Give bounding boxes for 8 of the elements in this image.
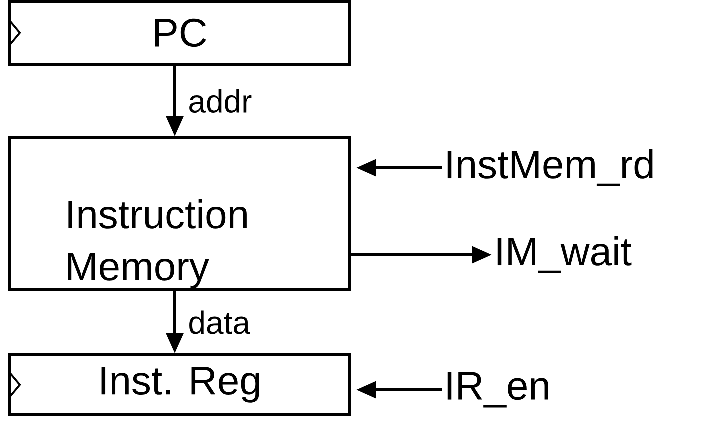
- register-box: PC: [8, 0, 352, 66]
- signal-label: InstMem_rd: [448, 150, 653, 186]
- edge-label: data: [187, 310, 252, 336]
- register-box: Inst. Reg: [8, 354, 352, 416]
- edge-label: addr: [187, 88, 254, 114]
- signal-label: IR_en: [448, 372, 548, 408]
- memory-box: Instruction Memory: [8, 136, 352, 292]
- signal-label: IM_wait: [498, 236, 632, 274]
